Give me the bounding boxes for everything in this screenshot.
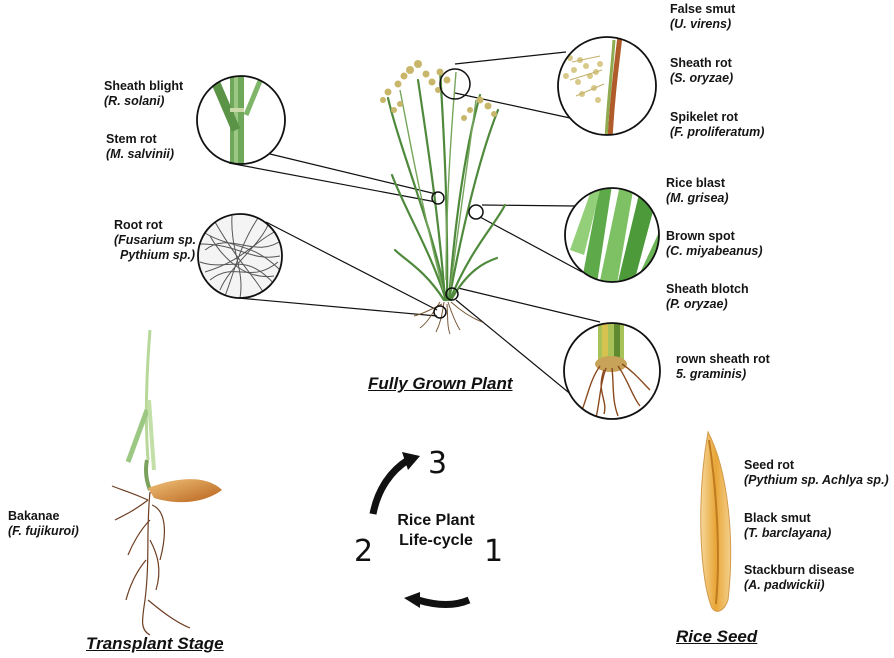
magnified-root-circle [198, 214, 282, 298]
label-false-smut-pathogen: (U. virens) [670, 17, 735, 32]
label-false-smut-name: False smut [670, 2, 735, 16]
label-stackburn-pathogen: (A. padwickii) [744, 578, 854, 593]
label-sheath-rot-name: Sheath rot [670, 56, 732, 70]
label-stem-rot-name: Stem rot [106, 132, 157, 146]
stage-title-fully-grown: Fully Grown Plant [368, 374, 513, 394]
label-seed-rot-name: Seed rot [744, 458, 794, 472]
stage-title-seed: Rice Seed [676, 627, 757, 647]
label-false-smut: False smut (U. virens) [670, 2, 735, 32]
stage-title-transplant: Transplant Stage [86, 634, 224, 654]
label-sheath-blight-name: Sheath blight [104, 79, 183, 93]
label-rice-blast-pathogen: (M. grisea) [666, 191, 729, 206]
lifecycle-title-line2: Life-cycle [388, 531, 484, 551]
lifecycle-title-line1: Rice Plant [388, 511, 484, 531]
label-seed-rot-pathogen: (Pythium sp. Achlya sp.) [744, 473, 889, 488]
label-black-smut: Black smut (T. barclayana) [744, 511, 831, 541]
label-crown-sheath-rot-pathogen: 5. graminis) [676, 367, 770, 382]
label-root-rot-pathogen-2: Pythium sp.) [114, 248, 196, 263]
label-sheath-rot-pathogen: (S. oryzae) [670, 71, 733, 86]
label-rice-blast: Rice blast (M. grisea) [666, 176, 729, 206]
magnified-leaf-circle [565, 185, 668, 290]
label-stem-rot: Stem rot (M. salvinii) [106, 132, 174, 162]
label-crown-sheath-rot: rown sheath rot 5. graminis) [676, 352, 770, 382]
label-spikelet-rot-name: Spikelet rot [670, 110, 738, 124]
magnified-crown-circle [564, 322, 660, 419]
label-spikelet-rot: Spikelet rot (F. proliferatum) [670, 110, 764, 140]
lifecycle-title: Rice Plant Life-cycle [388, 511, 484, 551]
label-spikelet-rot-pathogen: (F. proliferatum) [670, 125, 764, 140]
label-sheath-blight: Sheath blight (R. solani) [104, 79, 183, 109]
label-seed-rot: Seed rot (Pythium sp. Achlya sp.) [744, 458, 889, 488]
label-sheath-blotch-pathogen: (P. oryzae) [666, 297, 749, 312]
label-rice-blast-name: Rice blast [666, 176, 725, 190]
label-sheath-blight-pathogen: (R. solani) [104, 94, 183, 109]
lifecycle-step-1: 1 [484, 534, 503, 569]
label-root-rot-pathogen-1: (Fusarium sp. [114, 233, 196, 248]
label-stackburn-name: Stackburn disease [744, 563, 854, 577]
label-bakanae-pathogen: (F. fujikuroi) [8, 524, 79, 539]
label-sheath-blotch: Sheath blotch (P. oryzae) [666, 282, 749, 312]
label-bakanae: Bakanae (F. fujikuroi) [8, 509, 79, 539]
seedling-illustration [112, 330, 222, 635]
label-black-smut-name: Black smut [744, 511, 811, 525]
label-stem-rot-pathogen: (M. salvinii) [106, 147, 174, 162]
lifecycle-step-3: 3 [428, 446, 447, 481]
label-brown-spot-pathogen: (C. miyabeanus) [666, 244, 763, 259]
label-crown-sheath-rot-name: rown sheath rot [676, 352, 770, 366]
label-brown-spot: Brown spot (C. miyabeanus) [666, 229, 763, 259]
label-bakanae-name: Bakanae [8, 509, 59, 523]
connector-lines [229, 52, 600, 410]
label-root-rot-name: Root rot [114, 218, 163, 232]
magnified-panicle-circle [558, 36, 656, 140]
label-black-smut-pathogen: (T. barclayana) [744, 526, 831, 541]
rice-seed-illustration [701, 432, 731, 611]
rice-plant-illustration [380, 60, 505, 334]
label-stackburn: Stackburn disease (A. padwickii) [744, 563, 854, 593]
label-root-rot: Root rot (Fusarium sp. Pythium sp.) [114, 218, 196, 263]
lifecycle-step-2: 2 [354, 534, 373, 569]
label-sheath-blotch-name: Sheath blotch [666, 282, 749, 296]
label-sheath-rot: Sheath rot (S. oryzae) [670, 56, 733, 86]
label-brown-spot-name: Brown spot [666, 229, 735, 243]
